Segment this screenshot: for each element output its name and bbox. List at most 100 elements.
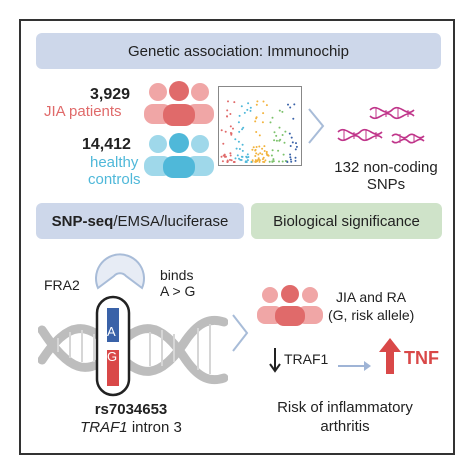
significance-title: Biological significance <box>273 212 420 230</box>
plot-point <box>237 121 240 124</box>
plot-point <box>246 108 249 111</box>
plot-point <box>226 109 229 112</box>
plot-point <box>227 100 229 103</box>
plot-point <box>270 154 273 157</box>
plot-point <box>273 139 276 142</box>
plot-point <box>221 160 224 163</box>
plot-point <box>289 106 292 109</box>
healthy-label-line2: controls <box>88 171 141 188</box>
plot-point <box>294 148 297 151</box>
plot-point <box>241 128 244 131</box>
tf-label: FRA2 <box>44 277 80 293</box>
jia-count: 3,929 <box>90 86 131 103</box>
plot-point <box>254 159 257 162</box>
plot-point <box>272 158 275 161</box>
gene-italic: TRAF1 <box>80 419 128 436</box>
methods-bold: SNP-seq <box>51 212 114 230</box>
plot-point <box>245 160 247 163</box>
plot-point <box>261 153 264 156</box>
fra2-protein-icon <box>95 253 145 290</box>
plot-point <box>249 106 252 109</box>
plot-point <box>229 158 231 161</box>
plot-point <box>258 145 261 148</box>
plot-point <box>256 100 259 103</box>
plot-point <box>237 140 240 143</box>
plot-point <box>290 136 293 139</box>
plot-point <box>295 142 297 145</box>
plot-point <box>229 154 232 157</box>
plot-point <box>252 146 255 149</box>
plot-point <box>269 121 272 124</box>
plot-point <box>255 117 258 120</box>
binds-line1: binds <box>160 267 194 283</box>
plot-point <box>259 152 262 155</box>
plot-point <box>261 147 264 150</box>
allele-a: A <box>107 324 116 339</box>
plot-point <box>286 161 289 163</box>
snps-line2: SNPs <box>366 176 406 193</box>
plot-point <box>289 158 292 161</box>
plot-point <box>278 139 281 142</box>
plot-point <box>294 159 297 162</box>
plot-point <box>265 150 268 153</box>
gene-location: TRAF1 intron 3 <box>36 419 226 437</box>
plot-point <box>256 160 259 163</box>
tnf-label: TNF <box>404 348 439 368</box>
plot-point <box>261 158 264 161</box>
plot-point <box>254 120 257 123</box>
plot-point <box>257 157 260 160</box>
binds-line2: A > G <box>160 283 196 299</box>
plot-point <box>289 145 292 147</box>
plot-point <box>293 103 296 106</box>
plot-point <box>278 109 281 112</box>
plot-point <box>254 160 257 163</box>
jia-patients-icon <box>144 81 214 126</box>
plot-point <box>263 150 266 152</box>
plot-point <box>232 161 235 163</box>
plot-point <box>271 116 274 119</box>
healthy-count: 14,412 <box>82 136 131 153</box>
plot-point <box>242 126 245 129</box>
plot-point <box>220 129 223 132</box>
plot-point <box>265 104 268 107</box>
plot-point <box>263 145 266 148</box>
up-arrow-icon <box>379 338 401 374</box>
plot-point <box>258 134 261 137</box>
plot-point <box>234 157 237 160</box>
plot-point <box>278 160 280 163</box>
chevron-arrow-icon <box>232 314 249 352</box>
plot-point <box>222 142 225 145</box>
plot-point <box>230 133 233 136</box>
plot-point <box>271 149 274 152</box>
plot-point <box>238 114 241 117</box>
header-banner: Genetic association: Immunochip <box>36 33 441 69</box>
plot-point <box>241 149 244 152</box>
healthy-label-line1: healthy <box>90 154 139 171</box>
plot-point <box>246 153 249 156</box>
plot-point <box>254 155 257 157</box>
plot-point <box>246 156 248 159</box>
significance-banner: Biological significance <box>251 203 442 239</box>
plot-point <box>255 131 258 133</box>
plot-point <box>275 139 278 142</box>
plot-point <box>257 153 260 156</box>
plot-point <box>224 155 226 158</box>
methods-rest: /EMSA/luciferase <box>113 212 229 230</box>
plot-point <box>290 160 293 163</box>
plot-point <box>220 155 223 158</box>
plot-point <box>275 134 278 137</box>
plot-point <box>238 130 241 133</box>
plot-point <box>233 101 236 104</box>
snp-id: rs7034653 <box>94 401 168 418</box>
snps-line1: 132 non-coding <box>334 159 438 176</box>
plot-point <box>273 131 276 134</box>
plot-point <box>287 103 289 106</box>
plot-point <box>284 130 287 133</box>
plot-point <box>247 102 250 105</box>
plot-point <box>255 146 258 148</box>
plot-point <box>255 103 258 106</box>
plot-point <box>232 127 234 130</box>
plot-point <box>289 156 292 159</box>
plot-point <box>281 160 284 163</box>
healthy-controls-icon <box>144 133 214 178</box>
